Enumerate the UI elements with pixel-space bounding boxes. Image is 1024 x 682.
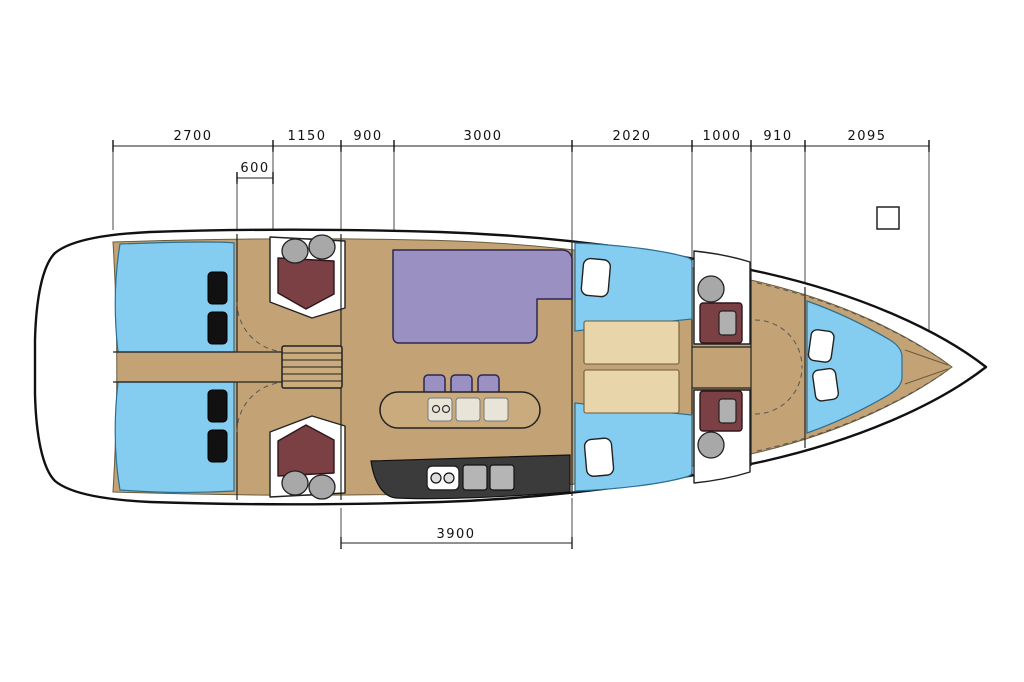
sink-basin (281, 238, 309, 264)
berth-cushion (207, 271, 228, 305)
forward-cabin-doors (754, 319, 803, 415)
dim-label-600: 600 (240, 161, 269, 176)
sink-basin (697, 431, 725, 459)
bow-detail (756, 206, 949, 452)
aft-corridor (113, 234, 288, 500)
pillow (580, 257, 612, 298)
sink-basin (308, 474, 336, 500)
companionway-stairs (281, 345, 343, 389)
sink-basin (308, 234, 336, 260)
toilet-seat (718, 398, 737, 424)
sink-basin (281, 470, 309, 496)
dim-label-1000: 1000 (702, 129, 741, 144)
mid-berth-panels (583, 320, 680, 414)
cup-holder (441, 404, 451, 414)
sink-basin (697, 275, 725, 303)
pillow (583, 437, 615, 477)
berth-cushion (207, 389, 228, 423)
shower-unit (277, 257, 335, 310)
dimension-chain-top: 2700 1150 900 3000 2020 1000 910 2095 (112, 129, 930, 344)
table-leaf (483, 397, 509, 422)
mid-corridor (692, 346, 751, 389)
sink-bowl (430, 472, 442, 484)
mid-cabin-starboard (574, 402, 693, 492)
door-swing-arc (236, 301, 288, 353)
forward-vberth (806, 300, 903, 434)
sink-bowl (443, 472, 455, 484)
pillow (807, 329, 835, 363)
dim-label-2700: 2700 (173, 129, 212, 144)
mid-cabin-port (574, 242, 693, 332)
galley-sink (426, 465, 460, 491)
cup-holder (431, 404, 441, 414)
aft-cabin-starboard (114, 381, 235, 493)
aft-head-port (269, 234, 346, 319)
door-swing-arc (754, 366, 803, 415)
deck-edge-dashed (756, 370, 948, 452)
stove-burner (489, 464, 515, 491)
dimension-3900: 3900 (340, 498, 573, 549)
dim-label-2095: 2095 (847, 129, 886, 144)
toilet-seat (718, 310, 737, 336)
deck-edge-dashed (756, 282, 948, 364)
shower-unit (277, 424, 335, 477)
saloon-stools (423, 374, 500, 396)
mid-head-starboard (693, 389, 751, 484)
mid-head-port (693, 250, 751, 345)
dim-label-910: 910 (763, 129, 792, 144)
dim-label-900: 900 (353, 129, 382, 144)
dim-label-3000: 3000 (463, 129, 502, 144)
door-swing-arc (754, 319, 803, 368)
dim-label-1150: 1150 (287, 129, 326, 144)
deck-hatch (876, 206, 900, 230)
saloon-settee (392, 249, 573, 344)
dimension-extension-lines (112, 150, 930, 344)
table-leaf (455, 397, 481, 422)
saloon-table (379, 391, 541, 429)
berth-cushion (207, 429, 228, 463)
aft-head-starboard (269, 415, 346, 500)
dim-label-3900: 3900 (436, 527, 475, 542)
door-swing-arc (236, 381, 288, 433)
dimension-600: 600 (236, 161, 274, 234)
galley-counter (370, 454, 571, 500)
pillow (812, 367, 840, 402)
stove-burner (462, 464, 488, 491)
aft-cabin-port (114, 241, 235, 353)
berth-cushion (207, 311, 228, 345)
dim-label-2020: 2020 (612, 129, 651, 144)
